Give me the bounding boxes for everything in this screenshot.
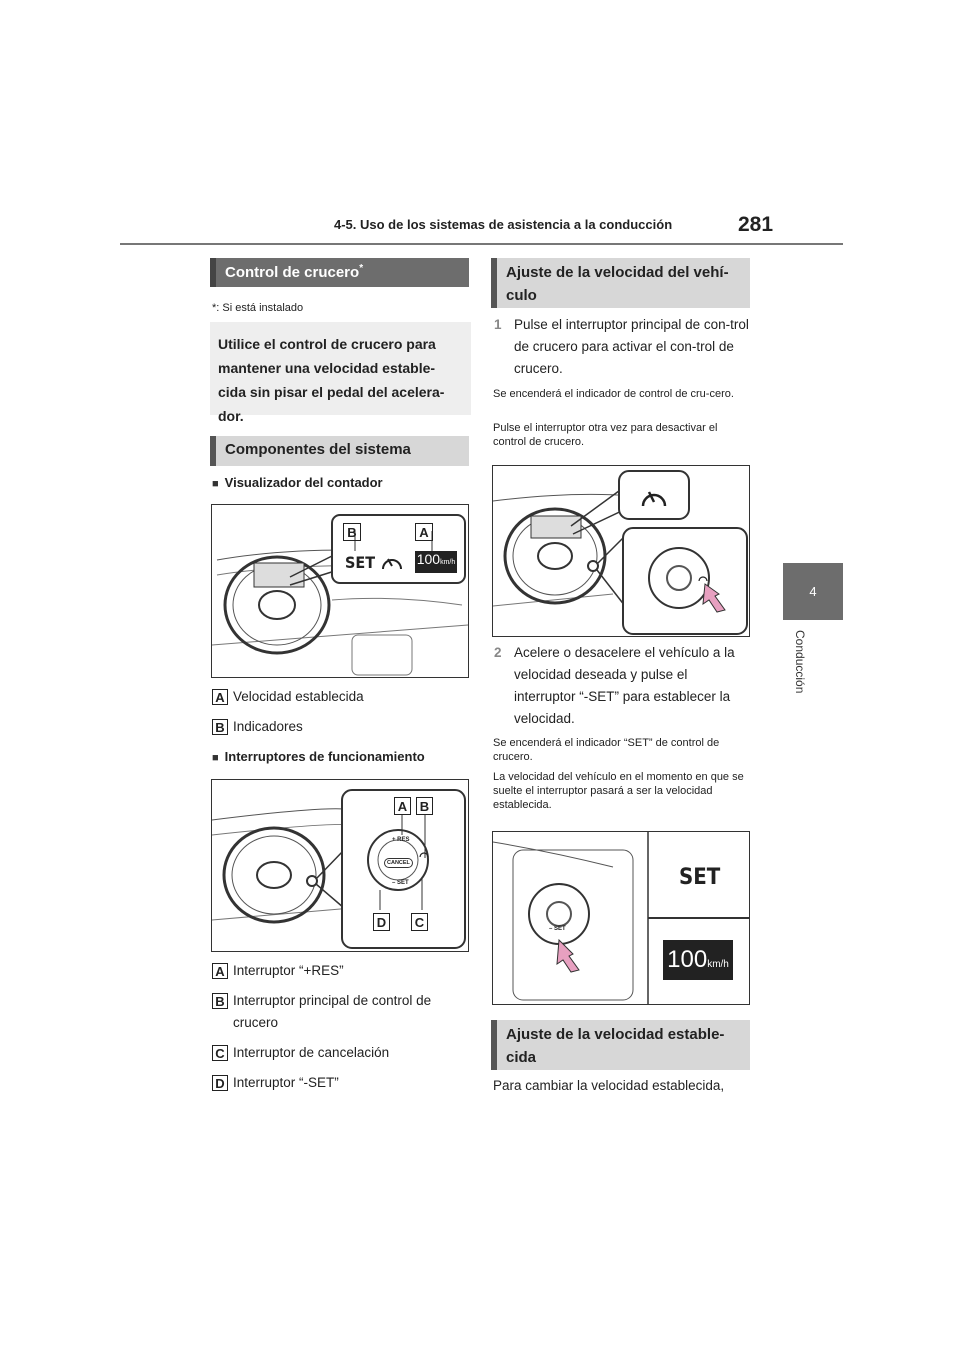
chapter-tab-label: Conducción <box>793 630 807 694</box>
switch-callout-a: A <box>394 797 411 815</box>
note-2b: La velocidad del vehículo en el momento … <box>493 771 744 811</box>
set-switch-illustration <box>493 832 749 1004</box>
intro-box: Utilice el control de crucero para mante… <box>210 322 471 424</box>
steering-switch-illustration <box>212 789 466 949</box>
callout-b: B <box>343 523 361 541</box>
last-line: Para cambiar la velocidad establecida, <box>493 1078 725 1093</box>
switch-callout-d: D <box>373 913 390 931</box>
step-2: 2 Acelere o desacelere el vehículo a la … <box>494 645 735 726</box>
callout-a: A <box>415 523 433 541</box>
note-1a: Se encenderá el indicador de control de … <box>493 388 734 400</box>
footnote: *: Si está instalado <box>212 302 304 314</box>
switch-subheading: Interruptores de funcionamiento <box>212 749 425 764</box>
cruise-control-icon <box>382 558 402 570</box>
adjust-speed-title: Ajuste de la velocidad del vehí-culo <box>491 258 750 308</box>
switch-callout-b: B <box>416 797 433 815</box>
step-1: 1 Pulse el interruptor principal de con-… <box>494 317 749 376</box>
page-number: 281 <box>738 213 774 236</box>
set-indicator-large: SET <box>679 865 721 890</box>
speed-display: 100 km/h <box>415 551 457 573</box>
set-switch-label: – SET <box>392 880 409 886</box>
meter-subheading: Visualizador del contador <box>212 475 383 490</box>
chapter-tab[interactable]: 4 <box>783 563 843 620</box>
speed-display-large: 100 km/h <box>663 940 733 980</box>
set-speed-title: Ajuste de la velocidad estable-cida <box>491 1020 750 1070</box>
switch-figure: A B D C + RES CANCEL – SET <box>211 779 469 952</box>
header-rule <box>120 243 843 245</box>
components-title: Componentes del sistema <box>210 436 469 466</box>
cancel-switch-label: CANCEL <box>384 858 413 868</box>
section-title: 4-5. Uso de los sistemas de asistencia a… <box>334 217 673 232</box>
main-switch-figure <box>492 465 750 637</box>
set-switch-text: – SET <box>549 926 566 932</box>
switch-label-b-cont: crucero <box>233 1015 279 1030</box>
main-section-title: Control de crucero* <box>210 258 469 287</box>
set-indicator: SET <box>345 553 376 572</box>
res-switch-label: + RES <box>392 837 410 843</box>
switch-callout-c: C <box>411 913 428 931</box>
main-switch-illustration <box>493 470 748 635</box>
asterisk-mark: * <box>359 263 364 274</box>
note-2a: Se encenderá el indicador “SET” de contr… <box>493 737 720 763</box>
set-figure: – SET SET 100 km/h <box>492 831 750 1005</box>
note-1b: Pulse el interruptor otra vez para desac… <box>493 422 718 448</box>
meter-figure: B A SET 100 km/h <box>211 504 469 678</box>
